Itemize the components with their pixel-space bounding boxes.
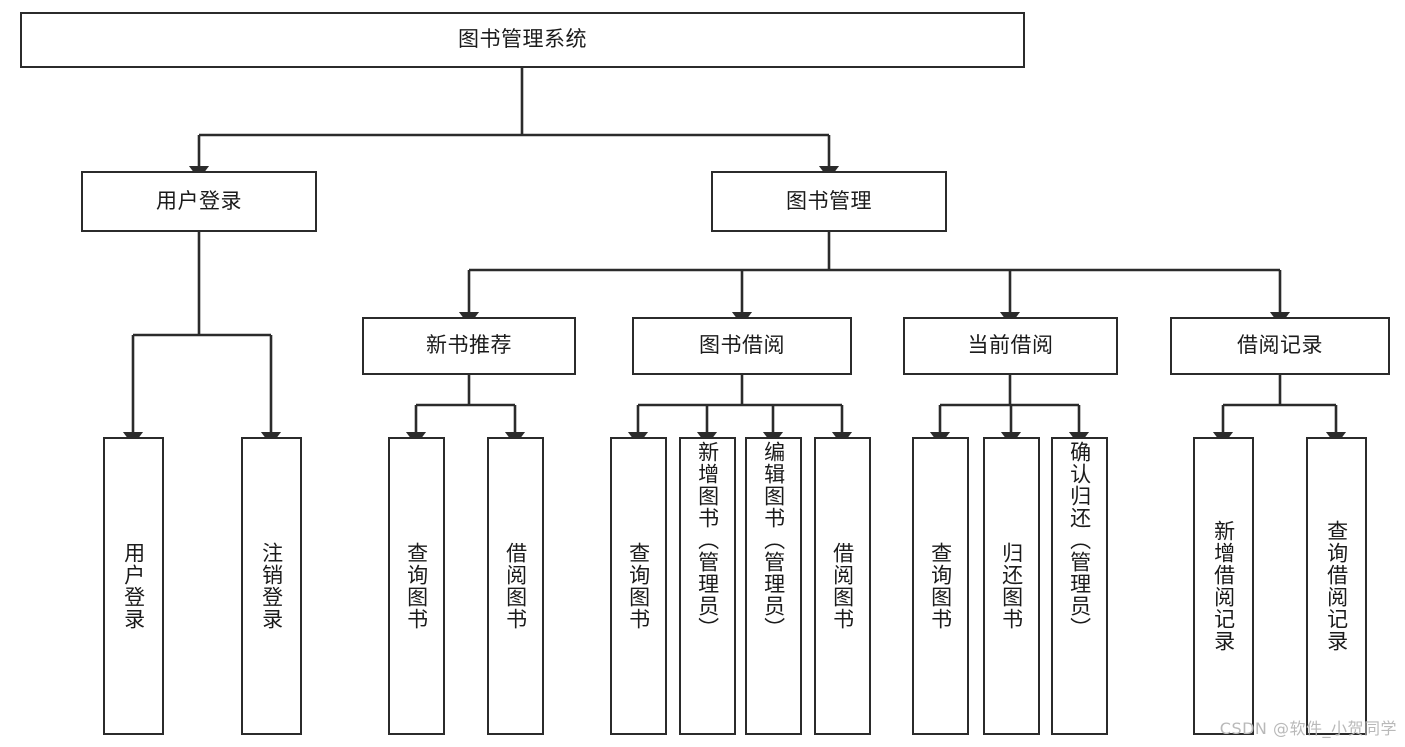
node-new-book-recommend[interactable]: 新书推荐 [362, 317, 576, 375]
node-borrow-record[interactable]: 借阅记录 [1170, 317, 1390, 375]
node-label: 查询借阅记录 [1324, 520, 1349, 652]
node-label: 新书推荐 [426, 333, 512, 358]
node-label: 用户登录 [121, 542, 146, 630]
node-root-system[interactable]: 图书管理系统 [20, 12, 1025, 68]
node-leaf-query-book-3[interactable]: 查询图书 [912, 437, 969, 735]
node-user-login[interactable]: 用户登录 [81, 171, 317, 232]
node-book-borrow[interactable]: 图书借阅 [632, 317, 852, 375]
node-label: 确认归还（管理员） [1067, 441, 1092, 639]
node-leaf-edit-book[interactable]: 编辑图书（管理员） [745, 437, 802, 735]
node-label: 用户登录 [156, 188, 242, 213]
node-current-borrow[interactable]: 当前借阅 [903, 317, 1118, 375]
node-label: 归还图书 [999, 542, 1024, 630]
node-label: 借阅图书 [830, 542, 855, 630]
node-leaf-query-book-1[interactable]: 查询图书 [388, 437, 445, 735]
node-leaf-borrow-book-2[interactable]: 借阅图书 [814, 437, 871, 735]
connector-group [122, 68, 1347, 446]
node-label: 借阅图书 [503, 542, 528, 630]
node-label: 编辑图书（管理员） [761, 441, 786, 639]
node-label: 新增图书（管理员） [695, 441, 720, 639]
node-label: 当前借阅 [967, 333, 1054, 358]
node-book-manage[interactable]: 图书管理 [711, 171, 947, 232]
node-label: 注销登录 [259, 542, 284, 630]
node-leaf-query-book-2[interactable]: 查询图书 [610, 437, 667, 735]
node-label: 查询图书 [404, 542, 429, 630]
node-leaf-logout[interactable]: 注销登录 [241, 437, 302, 735]
node-label: 借阅记录 [1237, 333, 1323, 358]
node-label: 图书管理系统 [458, 27, 587, 52]
node-leaf-borrow-book-1[interactable]: 借阅图书 [487, 437, 544, 735]
node-leaf-return-book[interactable]: 归还图书 [983, 437, 1040, 735]
node-leaf-add-book[interactable]: 新增图书（管理员） [679, 437, 736, 735]
node-leaf-query-borrow-record[interactable]: 查询借阅记录 [1306, 437, 1367, 735]
node-leaf-confirm-return[interactable]: 确认归还（管理员） [1051, 437, 1108, 735]
node-label: 新增借阅记录 [1211, 520, 1236, 652]
node-label: 图书借阅 [699, 333, 785, 358]
node-label: 查询图书 [928, 542, 953, 630]
node-leaf-user-login[interactable]: 用户登录 [103, 437, 164, 735]
node-label: 查询图书 [626, 542, 651, 630]
node-leaf-add-borrow-record[interactable]: 新增借阅记录 [1193, 437, 1254, 735]
node-label: 图书管理 [786, 188, 872, 213]
